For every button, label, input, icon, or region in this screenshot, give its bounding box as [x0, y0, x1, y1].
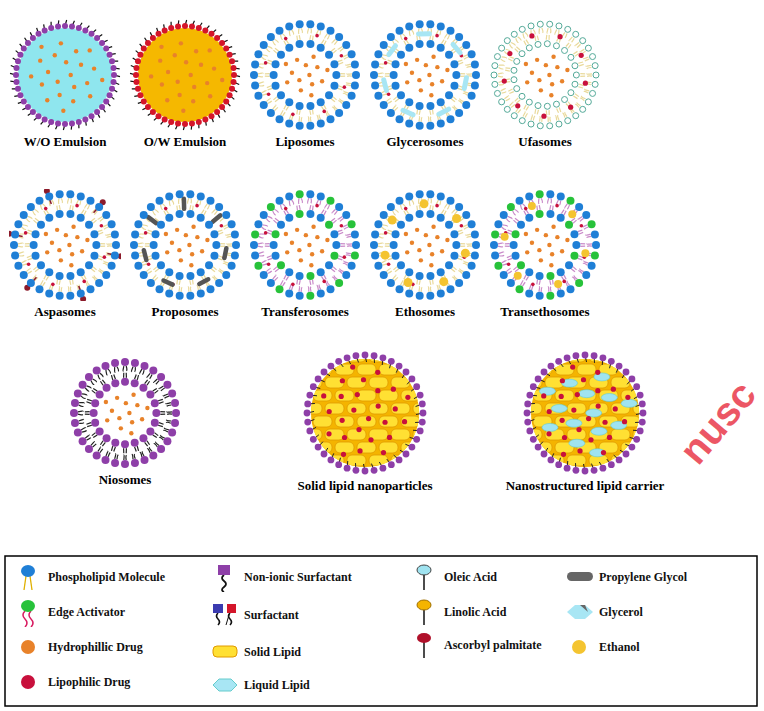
- vesicle-label: Transferosomes: [246, 304, 364, 320]
- vesicle-node: Aspasomes: [6, 189, 124, 320]
- vesicle-label: Liposomes: [246, 134, 364, 150]
- legend-item: Oleic Acid: [410, 562, 497, 592]
- legend-item: Ascorbyl palmitate: [410, 630, 542, 660]
- vesicle-node: Niosomes: [66, 357, 184, 488]
- legend-text: Lipophilic Drug: [48, 675, 130, 690]
- legend-item: Ethanol: [565, 632, 640, 662]
- vesicle-node: O/W Emulsion: [126, 19, 244, 150]
- legend-text: Surfactant: [244, 608, 299, 623]
- vesicle-label: Transethosomes: [486, 304, 604, 320]
- vesicle-node: Glycerosomes: [366, 19, 484, 150]
- legend-symbol: [410, 597, 440, 627]
- legend-symbol: [565, 632, 595, 662]
- legend-item: Lipophilic Drug: [14, 667, 130, 697]
- legend-item: Hydrophillic Drug: [14, 632, 143, 662]
- legend-text: Liquid Lipid: [244, 678, 310, 693]
- vesicle-label: O/W Emulsion: [126, 134, 244, 150]
- vesicle-node: Transferosomes: [246, 189, 364, 320]
- legend-symbol: [210, 670, 240, 700]
- legend-text: Solid Lipid: [244, 645, 301, 660]
- legend-item: Liquid Lipid: [210, 670, 310, 700]
- vesicle-label: Niosomes: [66, 472, 184, 488]
- vesicle-label: Solid lipid nanoparticles: [294, 478, 436, 494]
- vesicle-label: Glycerosomes: [366, 134, 484, 150]
- legend-text: Ascorbyl palmitate: [444, 638, 542, 653]
- vesicle-illustration: [249, 19, 361, 131]
- legend-symbol: [14, 632, 44, 662]
- legend-text: Non-ionic Surfactant: [244, 570, 352, 585]
- vesicle-illustration: [369, 189, 481, 301]
- vesicle-label: Proposomes: [126, 304, 244, 320]
- vesicle-illustration: [9, 189, 121, 301]
- legend-item: Non-ionic Surfactant: [210, 562, 352, 592]
- legend-symbol: [210, 600, 240, 630]
- vesicle-label: W/O Emulsion: [6, 134, 124, 150]
- legend-symbol: [14, 562, 44, 592]
- legend-symbol: [565, 597, 595, 627]
- legend-text: Linolic Acid: [444, 605, 506, 620]
- legend-symbol: [210, 637, 240, 667]
- legend-text: Oleic Acid: [444, 570, 497, 585]
- legend-text: Hydrophillic Drug: [48, 640, 143, 655]
- vesicle-label: Ethosomes: [366, 304, 484, 320]
- legend-symbol: [210, 562, 240, 592]
- legend-symbol: [565, 562, 595, 592]
- vesicle-illustration: [489, 19, 601, 131]
- legend-item: Glycerol: [565, 597, 643, 627]
- vesicle-illustration: [129, 189, 241, 301]
- vesicle-label: Nanostructured lipid carrier: [503, 478, 668, 494]
- legend-item: Solid Lipid: [210, 637, 301, 667]
- vesicle-illustration: [489, 189, 601, 301]
- vesicle-illustration: [369, 19, 481, 131]
- vesicle-illustration: [523, 351, 647, 475]
- vesicle-illustration: [249, 189, 361, 301]
- legend-symbol: [410, 562, 440, 592]
- legend-text: Edge Activator: [48, 605, 125, 620]
- vesicle-node: Ufasomes: [486, 19, 604, 150]
- legend-item: Surfactant: [210, 600, 299, 630]
- legend-item: Linolic Acid: [410, 597, 506, 627]
- vesicle-label: Aspasomes: [6, 304, 124, 320]
- vesicle-illustration: [129, 19, 241, 131]
- vesicle-node: W/O Emulsion: [6, 19, 124, 150]
- vesicle-node: Proposomes: [126, 189, 244, 320]
- vesicle-illustration: [303, 351, 427, 475]
- vesicle-node: Liposomes: [246, 19, 364, 150]
- legend-symbol: [14, 667, 44, 697]
- legend-item: Phospholipid Molecule: [14, 562, 165, 592]
- legend-text: Phospholipid Molecule: [48, 570, 165, 585]
- watermark: nusc: [670, 372, 764, 472]
- legend-item: Edge Activator: [14, 597, 125, 627]
- vesicle-illustration: [9, 19, 121, 131]
- legend-text: Propylene Glycol: [599, 570, 687, 585]
- legend-item: Propylene Glycol: [565, 562, 687, 592]
- legend-text: Ethanol: [599, 640, 640, 655]
- vesicle-label: Ufasomes: [486, 134, 604, 150]
- vesicle-node: Solid lipid nanoparticles: [294, 351, 436, 494]
- vesicle-node: Transethosomes: [486, 189, 604, 320]
- legend-text: Glycerol: [599, 605, 643, 620]
- vesicle-illustration: [69, 357, 181, 469]
- legend-symbol: [14, 597, 44, 627]
- legend-symbol: [410, 630, 440, 660]
- vesicle-node: Ethosomes: [366, 189, 484, 320]
- vesicle-node: Nanostructured lipid carrier: [503, 351, 668, 494]
